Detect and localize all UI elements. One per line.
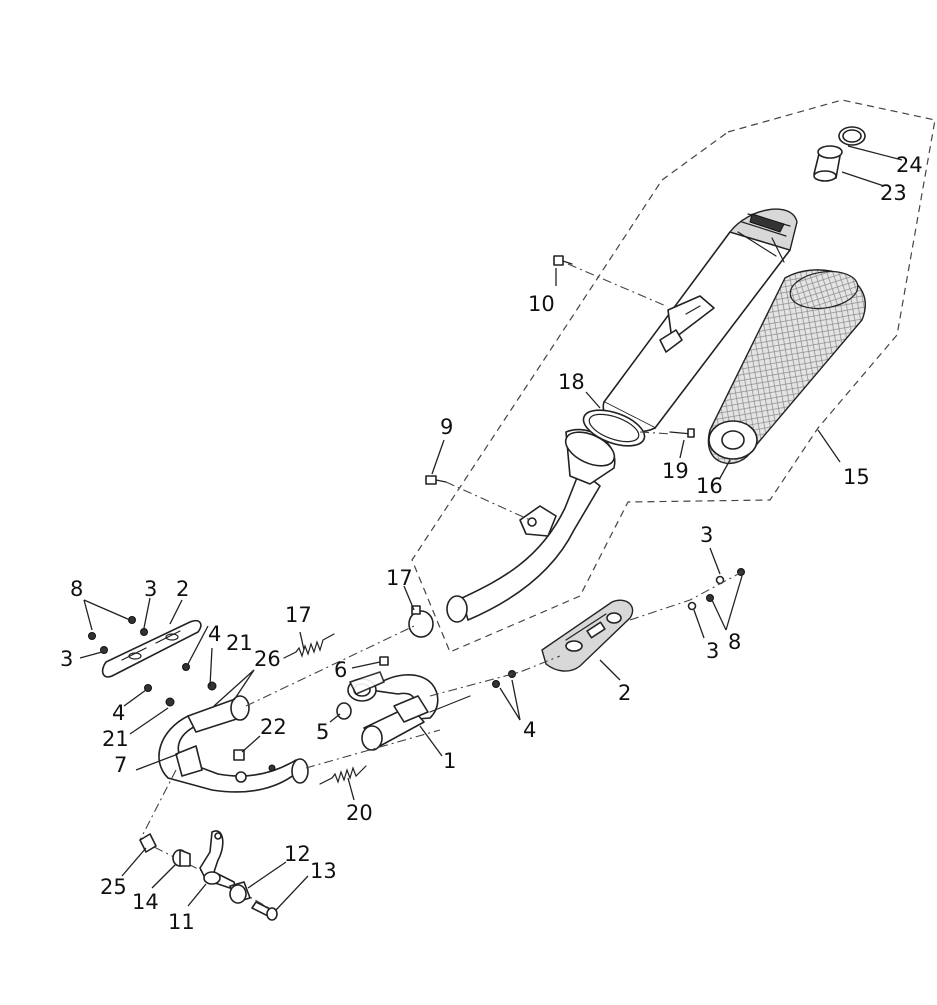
bolt-9 (425, 475, 447, 485)
spring-20 (319, 765, 367, 785)
label-10: 10 (528, 292, 555, 316)
label-14: 14 (132, 890, 159, 914)
label-7: 7 (114, 753, 127, 777)
label-2-front: 2 (176, 577, 189, 601)
label-23: 23 (880, 181, 907, 205)
heat-shield-rear (541, 599, 634, 672)
label-5: 5 (316, 720, 329, 744)
label-20: 20 (346, 801, 373, 825)
header-pipe (361, 674, 471, 751)
pipe-clamp-21 (165, 681, 217, 707)
rubber-mount (229, 881, 251, 904)
label-3-rear-top: 3 (700, 523, 713, 547)
bracket-bolt (251, 901, 278, 921)
label-26: 26 (254, 647, 281, 671)
label-4-front-upper: 4 (208, 622, 221, 646)
heat-shield-front (101, 619, 202, 678)
front-pipe (158, 695, 309, 793)
label-24: 24 (896, 153, 923, 177)
label-21-upper: 21 (226, 631, 253, 655)
nut-22 (233, 749, 245, 761)
label-6: 6 (334, 658, 347, 682)
label-3-front-top: 3 (144, 577, 157, 601)
clamp-17 (408, 605, 434, 638)
flange-nut-6 (379, 656, 389, 666)
label-19: 19 (662, 459, 689, 483)
shield-fasteners-right (492, 568, 745, 688)
label-18: 18 (558, 370, 585, 394)
label-8-front: 8 (70, 577, 83, 601)
silencer-packing (707, 269, 866, 465)
bolt-19 (669, 428, 695, 438)
bolt-10 (553, 255, 573, 266)
label-3-front-left: 3 (60, 647, 73, 671)
label-13: 13 (310, 859, 337, 883)
label-12: 12 (284, 842, 311, 866)
label-15: 15 (843, 465, 870, 489)
label-9: 9 (440, 415, 453, 439)
spacer-collar (172, 849, 191, 867)
label-17-spring: 17 (285, 603, 312, 627)
silencer-assembly-outline (411, 99, 936, 653)
label-21-lower: 21 (102, 727, 129, 751)
label-22: 22 (260, 715, 287, 739)
leader-lines (79, 145, 903, 911)
label-11: 11 (168, 910, 195, 934)
gasket (582, 409, 646, 447)
exhaust-flange (347, 671, 385, 702)
label-1: 1 (443, 749, 456, 773)
label-25: 25 (100, 875, 127, 899)
label-16: 16 (696, 474, 723, 498)
label-4-front-lower: 4 (112, 701, 125, 725)
label-8-rear: 8 (728, 630, 741, 654)
washer-25 (139, 833, 157, 853)
label-2-rear: 2 (618, 681, 631, 705)
label-4-rear: 4 (523, 718, 536, 742)
label-17-clamp: 17 (386, 566, 413, 590)
silencer-body (602, 208, 798, 433)
mounting-bracket (199, 830, 237, 891)
end-cap-circlip (838, 126, 866, 146)
link-pipe (446, 428, 616, 623)
spring-17 (283, 633, 335, 659)
shield-fasteners-left (88, 616, 190, 692)
exhaust-port-gasket (336, 702, 352, 720)
end-cap-insert (813, 145, 843, 182)
label-3-rear-bottom: 3 (706, 639, 719, 663)
